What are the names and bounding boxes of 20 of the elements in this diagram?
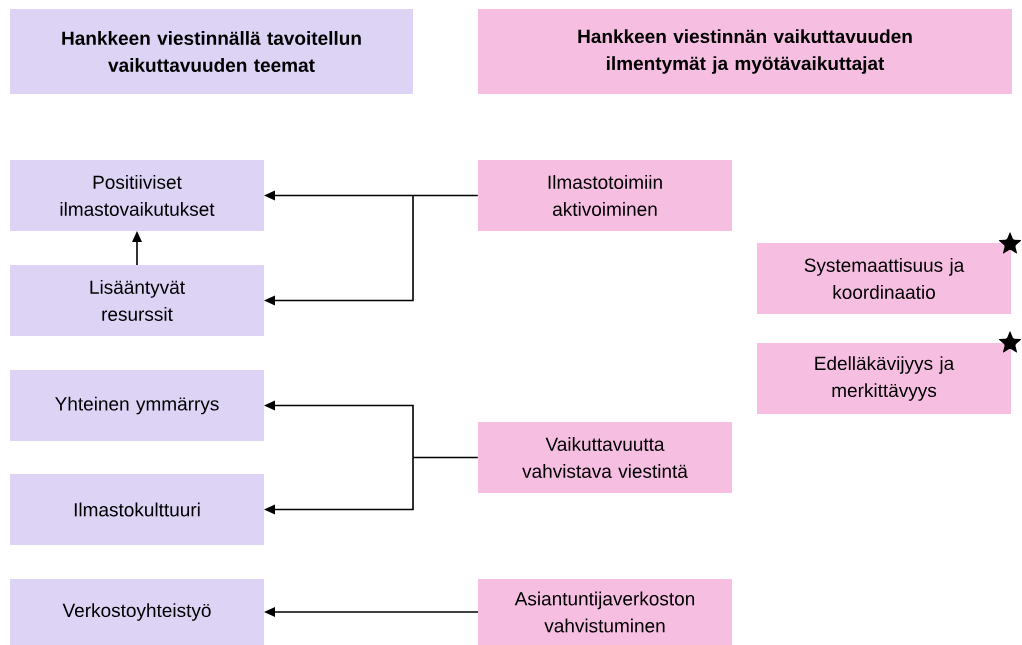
factor-box: Vaikuttavuutta vahvistava viestintä — [478, 422, 732, 493]
arrow — [264, 190, 414, 201]
theme-box: Verkostoyhteistyö — [10, 579, 264, 645]
theme-box: Positiiviset ilmastovaikutukset — [10, 160, 264, 231]
arrow — [264, 456, 414, 515]
arrow — [264, 607, 479, 617]
arrow — [264, 194, 414, 306]
factor-box: Edelläkävijyys ja merkittävyys — [757, 343, 1011, 414]
factor-box: Ilmastotoimiin aktivoiminen — [478, 160, 732, 231]
header-box: Hankkeen viestinnän vaikuttavuuden ilmentymät ja myötävaikuttajat — [478, 9, 1012, 94]
connector-trunk — [412, 456, 479, 459]
theme-box: Yhteinen ymmärrys — [10, 370, 264, 441]
header-box: Hankkeen viestinnällä tavoitellun vaikuttavuuden teemat — [10, 9, 413, 94]
arrow — [132, 231, 142, 266]
arrow — [264, 400, 414, 459]
theme-box: Lisääntyvät resurssit — [10, 265, 264, 336]
factor-box: Asiantuntijaverkoston vahvistuminen — [478, 579, 732, 645]
theme-box: Ilmastokulttuuri — [10, 474, 264, 545]
connector-trunk — [412, 194, 479, 197]
factor-box: Systemaattisuus ja koordinaatio — [757, 243, 1011, 314]
